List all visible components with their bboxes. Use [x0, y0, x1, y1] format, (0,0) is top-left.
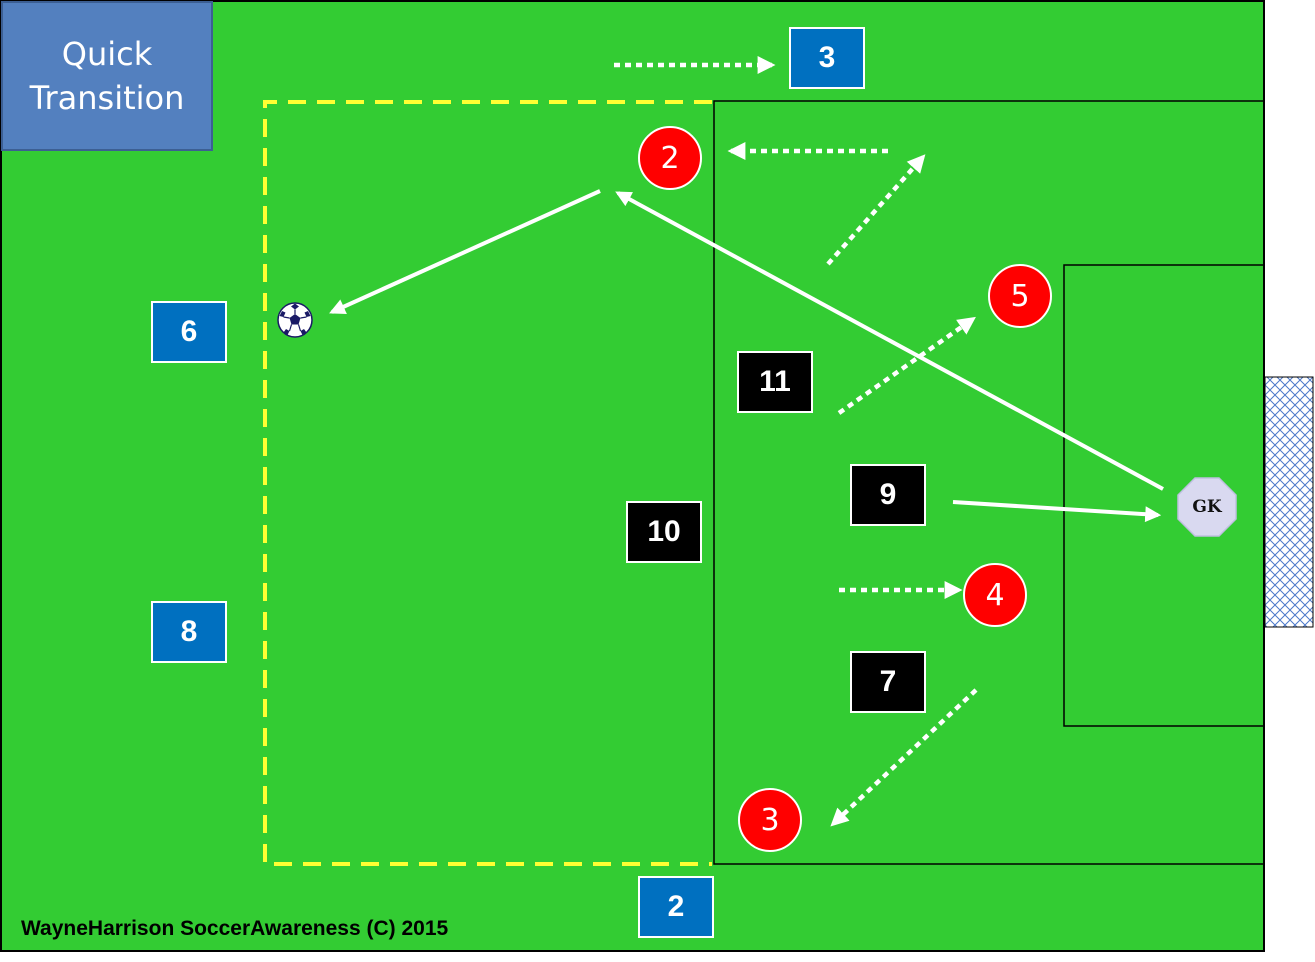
goalkeeper-octagon-icon: [1177, 477, 1237, 537]
title-line-2: Transition: [29, 79, 185, 117]
black-player: 11: [737, 351, 813, 413]
transition-zone: [263, 100, 712, 866]
black-player: 10: [626, 501, 702, 563]
red-player: 2: [638, 126, 702, 190]
pass-9-to-gk: [952, 500, 1162, 523]
pitch-surface: [0, 0, 1265, 952]
goal-net-icon: [1264, 376, 1314, 628]
blue-player: 3: [789, 27, 865, 89]
pass-red-2-to-ball: [329, 189, 601, 315]
pass-gk-to-red-2: [615, 191, 1164, 491]
blue-player: 8: [151, 601, 227, 663]
blue-player: 2: [638, 876, 714, 938]
title-line-1: Quick: [61, 35, 153, 73]
goalkeeper-label: GK: [1192, 497, 1222, 517]
black-player: 7: [850, 651, 926, 713]
credit-text: WayneHarrison SoccerAwareness (C) 2015: [21, 917, 449, 940]
blue-player: 6: [151, 301, 227, 363]
goal-area: [1063, 264, 1265, 727]
red-player: 5: [988, 264, 1052, 328]
goalkeeper: GK: [1177, 477, 1237, 537]
black-player: 9: [850, 464, 926, 526]
title-box: Quick Transition: [1, 1, 213, 151]
soccer-ball-icon: [277, 302, 313, 338]
run-diagonal-top: [826, 154, 926, 266]
red-player: 3: [738, 788, 802, 852]
run-to-red-5: [837, 316, 976, 415]
red-player: 4: [963, 563, 1027, 627]
